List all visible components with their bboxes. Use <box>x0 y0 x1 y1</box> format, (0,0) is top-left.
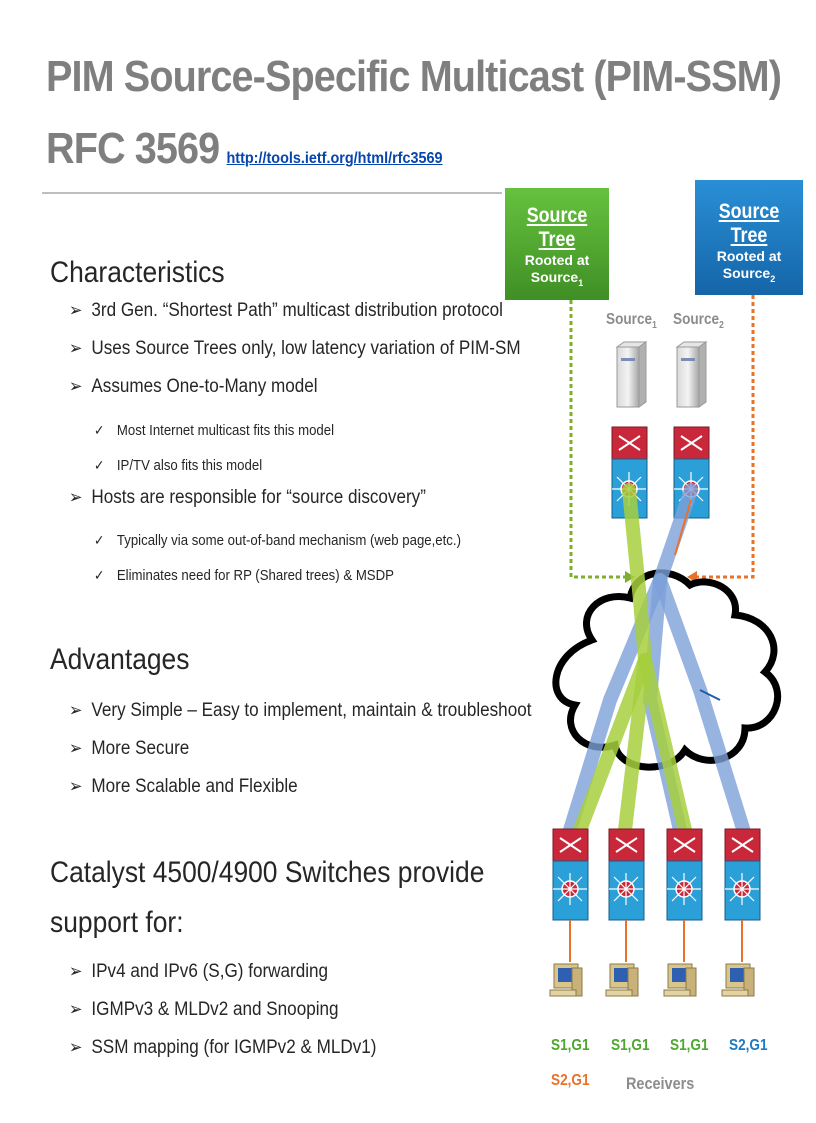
rfc-number: RFC 3569 <box>46 124 220 173</box>
green-dotted-path <box>569 300 625 579</box>
source2-label: Source2 <box>673 311 724 332</box>
receivers-label: Receivers <box>626 1074 695 1093</box>
blue-source-tree-box <box>695 180 803 295</box>
check-bullet-icon: ✓ <box>94 567 105 583</box>
check-bullet-icon: ✓ <box>94 422 105 438</box>
receiver-group-label: S1,G1 <box>670 1037 709 1054</box>
arrow-bullet-icon: ➢ <box>68 376 83 396</box>
arrow-bullet-icon: ➢ <box>68 776 83 796</box>
list-item: ➢More Scalable and Flexible <box>68 776 298 797</box>
catalyst-heading-line2: support for: <box>50 906 184 939</box>
list-item: ✓IP/TV also fits this model <box>94 457 263 474</box>
arrow-bullet-icon: ➢ <box>68 338 83 358</box>
blue-direction-arrow <box>699 689 721 701</box>
green-arrowhead-icon <box>625 571 635 583</box>
receiver-switch-icon <box>666 828 703 921</box>
list-item: ✓Most Internet multicast fits this model <box>94 422 335 439</box>
green-source-tree-label: Source Tree Rooted at Source1 <box>524 204 590 288</box>
title-divider <box>42 192 502 194</box>
arrow-bullet-icon: ➢ <box>68 700 83 720</box>
receiver-switch-icon <box>724 828 761 921</box>
green-source-tree-box <box>505 188 609 300</box>
receiver-host-icon <box>663 963 697 997</box>
list-item: ✓Typically via some out-of-band mechanis… <box>94 532 461 549</box>
blue-source-tree-label: Source Tree Rooted at Source2 <box>716 200 782 284</box>
list-item: ➢Assumes One-to-Many model <box>68 376 318 397</box>
receiver-group-label-extra: S2,G1 <box>551 1072 590 1089</box>
page-subtitle: RFC 3569 http://tools.ietf.org/html/rfc35… <box>46 124 443 174</box>
green-source-tree-path <box>573 483 692 837</box>
list-item: ➢SSM mapping (for IGMPv2 & MLDv1) <box>68 1037 377 1058</box>
receiver-host-icon <box>721 963 755 997</box>
orange-direction-arrow <box>674 499 692 556</box>
source1-label: Source1 <box>606 311 657 332</box>
orange-dotted-path <box>697 295 755 579</box>
receiver-group-label: S2,G1 <box>729 1037 768 1054</box>
source1-server-icon <box>615 341 648 408</box>
receiver-host-icon <box>605 963 639 997</box>
characteristics-list: ➢3rd Gen. “Shortest Path” multicast dist… <box>50 300 573 602</box>
arrow-bullet-icon: ➢ <box>68 300 83 320</box>
receiver-group-label: S1,G1 <box>551 1037 590 1054</box>
check-bullet-icon: ✓ <box>94 532 105 548</box>
receiver-switch-icon <box>608 828 645 921</box>
check-bullet-icon: ✓ <box>94 457 105 473</box>
receiver-group-label: S1,G1 <box>611 1037 650 1054</box>
list-item: ➢Uses Source Trees only, low latency var… <box>68 338 521 359</box>
list-item: ➢3rd Gen. “Shortest Path” multicast dist… <box>68 300 503 321</box>
arrow-bullet-icon: ➢ <box>68 961 83 981</box>
list-item: ✓Eliminates need for RP (Shared trees) &… <box>94 567 394 584</box>
rfc-link[interactable]: http://tools.ietf.org/html/rfc3569 <box>226 150 443 167</box>
catalyst-list: ➢IPv4 and IPv6 (S,G) forwarding ➢IGMPv3 … <box>50 961 413 1075</box>
arrow-bullet-icon: ➢ <box>68 999 83 1019</box>
source2-server-icon <box>675 341 708 408</box>
list-item: ➢Very Simple – Easy to implement, mainta… <box>68 700 532 721</box>
page-title: PIM Source-Specific Multicast (PIM-SSM) <box>46 52 782 101</box>
list-item: ➢IPv4 and IPv6 (S,G) forwarding <box>68 961 329 982</box>
list-item: ➢IGMPv3 & MLDv2 and Snooping <box>68 999 339 1020</box>
characteristics-heading: Characteristics <box>50 256 225 289</box>
list-item: ➢More Secure <box>68 738 190 759</box>
advantages-list: ➢Very Simple – Easy to implement, mainta… <box>50 700 585 814</box>
receiver-switch-icon <box>552 828 589 921</box>
catalyst-heading-line1: Catalyst 4500/4900 Switches provide <box>50 856 485 889</box>
arrow-bullet-icon: ➢ <box>68 487 83 507</box>
receiver-host-icon <box>549 963 583 997</box>
host-links <box>569 920 743 962</box>
arrow-bullet-icon: ➢ <box>68 738 83 758</box>
arrow-bullet-icon: ➢ <box>68 1037 83 1057</box>
list-item: ➢Hosts are responsible for “source disco… <box>68 487 426 508</box>
advantages-heading: Advantages <box>50 643 190 676</box>
